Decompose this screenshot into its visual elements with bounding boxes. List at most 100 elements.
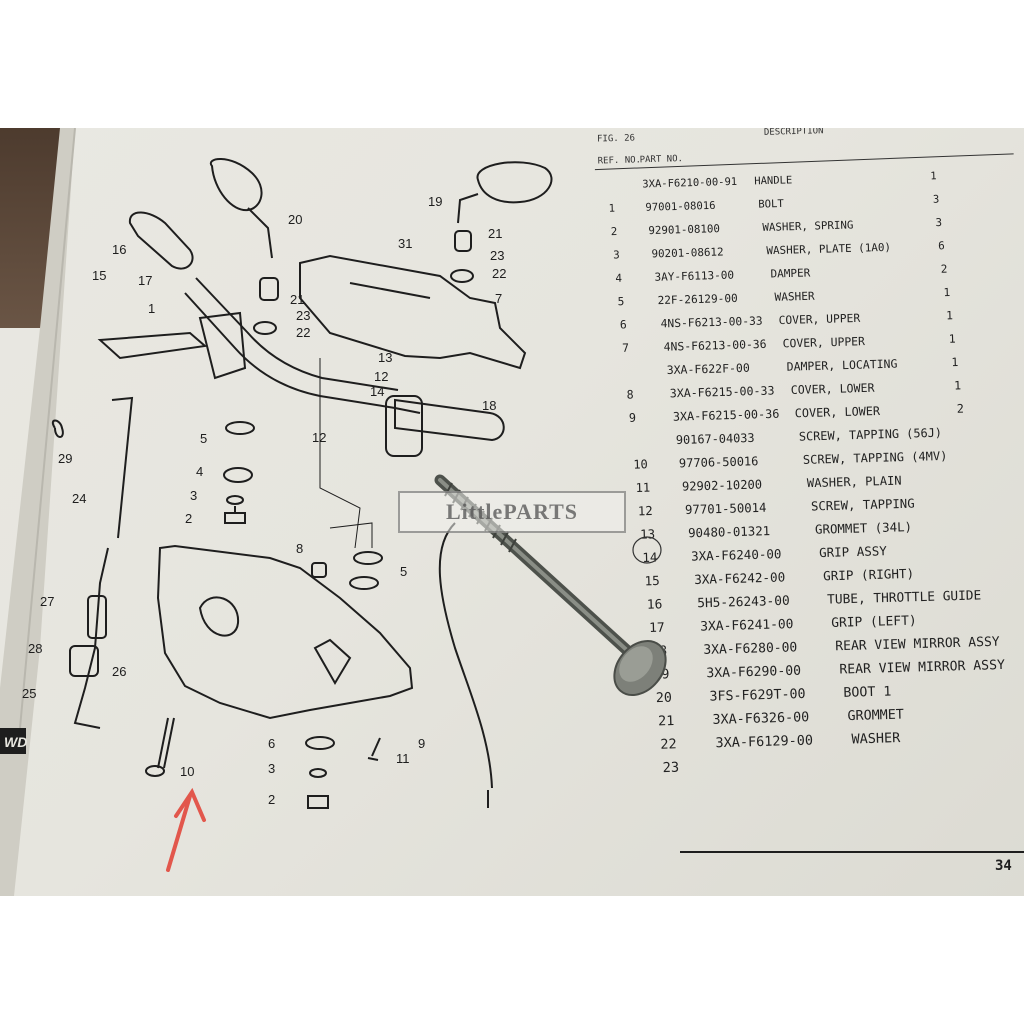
row-part-no: 3XA-F622F-00 xyxy=(667,361,751,377)
diagram-callout-label: 26 xyxy=(112,664,126,679)
fig-label: FIG. 26 xyxy=(597,133,635,144)
lower-cover xyxy=(156,544,414,720)
diagram-callout-label: 4 xyxy=(196,464,203,479)
row-part-no: 4NS-F6213-00-33 xyxy=(660,315,762,331)
row-description: WASHER, PLAIN xyxy=(807,474,902,491)
diagram-callout-label: 22 xyxy=(492,266,506,281)
left-mirror-head xyxy=(209,158,263,212)
row-part-no: 3XA-F6241-00 xyxy=(700,617,794,635)
row-description: GRIP (RIGHT) xyxy=(823,566,914,584)
diagram-callout-label: 31 xyxy=(398,236,412,251)
grommet-22-left xyxy=(253,321,277,335)
diagram-callout-label: 20 xyxy=(288,212,302,227)
diagram-callout-label: 23 xyxy=(490,248,504,263)
row-qty: 1 xyxy=(930,170,937,182)
washer-3-lower xyxy=(309,768,327,778)
brake-lever xyxy=(97,331,208,360)
diagram-callout-label: 16 xyxy=(112,242,126,257)
row-qty: 1 xyxy=(951,355,958,369)
row-qty: 2 xyxy=(941,263,948,276)
grommet-22-right xyxy=(450,269,474,283)
exploded-parts-diagram xyxy=(51,158,553,809)
corner-badge: WD xyxy=(0,728,27,754)
row-ref-no: 20 xyxy=(656,691,672,706)
diagram-callout-label: 12 xyxy=(374,369,388,384)
table-row: 23 xyxy=(662,760,679,776)
parts-table: FIG. 26 DESCRIPTION REF. NO. PART NO. 3X… xyxy=(594,128,1014,776)
row-ref-no: 2 xyxy=(611,225,618,238)
row-description: BOOT 1 xyxy=(843,685,891,701)
diagram-callout-label: 17 xyxy=(138,273,152,288)
diagram-callout-label: 7 xyxy=(495,291,502,306)
diagram-callout-label: 13 xyxy=(378,350,392,365)
bolt-2-upper xyxy=(224,506,246,524)
bolt-10 xyxy=(157,717,175,769)
row-qty: 1 xyxy=(954,378,961,392)
diagram-callout-label: 3 xyxy=(268,761,275,776)
diagram-callout-label: 21 xyxy=(488,226,502,241)
row-ref-no: 15 xyxy=(644,573,660,588)
diagram-callout-label: 25 xyxy=(22,686,36,701)
row-description: COVER, LOWER xyxy=(795,404,881,420)
row-description: HANDLE xyxy=(754,174,792,187)
right-mirror-head xyxy=(476,161,553,204)
col-part-header: PART NO. xyxy=(640,154,684,165)
cable-adjuster-27 xyxy=(87,595,107,639)
row-description: COVER, UPPER xyxy=(782,334,865,350)
row-description: WASHER xyxy=(851,730,901,747)
row-part-no: 97001-08016 xyxy=(645,200,715,214)
throttle-cable xyxy=(111,396,134,539)
row-part-no: 92901-08100 xyxy=(648,222,720,237)
row-part-no: 90480-01321 xyxy=(688,523,770,540)
row-part-no: 3XA-F6215-00-33 xyxy=(670,383,775,400)
washer-5-right-top xyxy=(353,551,383,565)
row-part-no: 92902-10200 xyxy=(682,477,762,493)
diagram-callout-label: 8 xyxy=(296,541,303,556)
right-cable xyxy=(438,522,493,789)
row-ref-no: 10 xyxy=(633,457,648,471)
row-ref-no: 1 xyxy=(608,203,615,215)
row-ref-no: 12 xyxy=(638,504,653,518)
row-qty: 1 xyxy=(949,332,956,346)
row-description: REAR VIEW MIRROR ASSY xyxy=(835,635,1000,655)
diagram-callout-label: 22 xyxy=(296,325,310,340)
row-ref-no: 17 xyxy=(649,621,665,636)
diagram-callout-label: 12 xyxy=(312,430,326,445)
page-edge-shadow xyxy=(0,128,75,896)
diagram-callout-label: 3 xyxy=(190,488,197,503)
washer-5-top xyxy=(225,421,255,435)
corner-badge-text: WD xyxy=(4,734,27,750)
row-part-no: 3XA-F6290-00 xyxy=(706,664,801,682)
right-grip xyxy=(394,398,505,442)
diagram-callout-label: 15 xyxy=(92,268,106,283)
row-ref-no: 8 xyxy=(626,387,633,401)
diagram-callout-label: 1 xyxy=(148,301,155,316)
row-description: COVER, UPPER xyxy=(778,312,860,327)
row-part-no: 5H5-26243-00 xyxy=(697,594,790,612)
diagram-callout-label: 2 xyxy=(268,792,275,807)
diagram-callout-label: 18 xyxy=(482,398,496,413)
diagram-callout-labels: 1223345567891011121213141516171819202121… xyxy=(22,194,506,807)
row-part-no: 3XA-F6240-00 xyxy=(691,546,782,564)
page-fold-line xyxy=(19,128,76,729)
row-part-no: 3AY-F6113-00 xyxy=(654,269,734,284)
